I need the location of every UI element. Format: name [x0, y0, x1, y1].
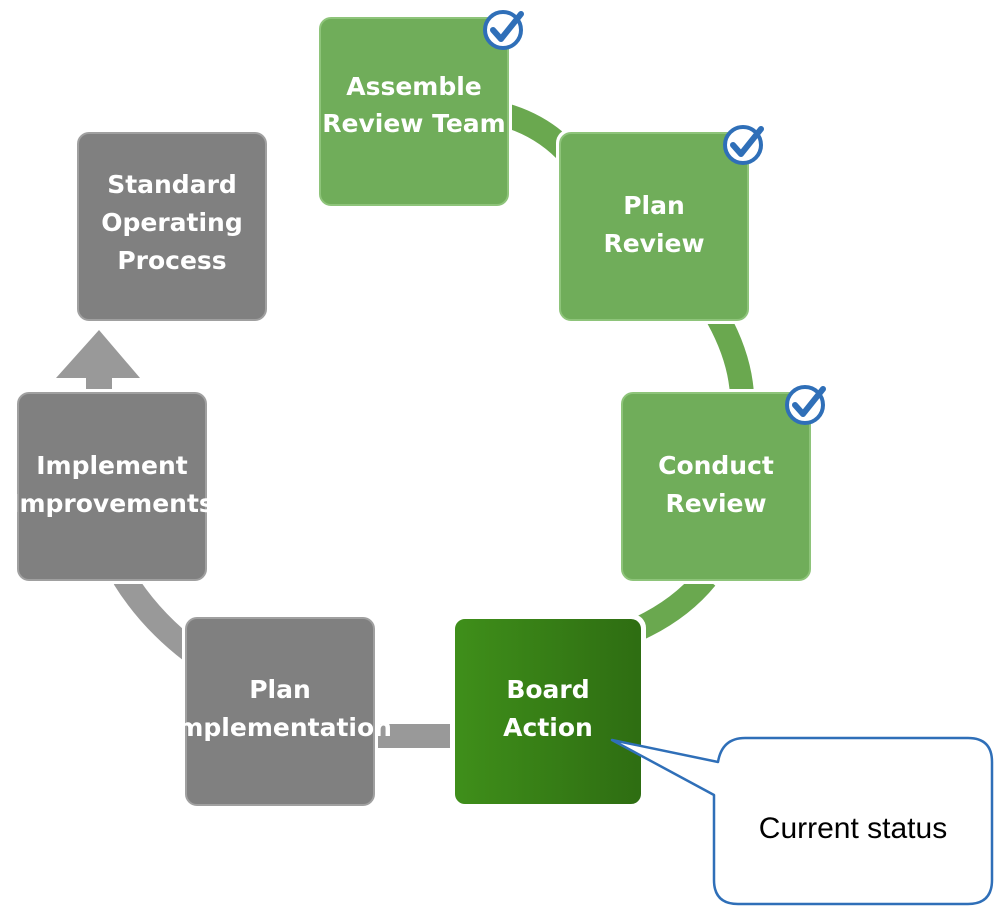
node-label-line: Implement [36, 451, 188, 480]
node-label-line: Operating [101, 208, 243, 237]
connector-plan-conduct [707, 312, 754, 396]
node-label-line: Review Team [322, 109, 505, 138]
up-arrow-icon [56, 330, 140, 378]
node-label-line: Review [603, 229, 704, 258]
callout-text: Current status [759, 812, 947, 845]
node-box [621, 392, 811, 581]
node-label-line: Implementation [168, 713, 392, 742]
node-box [319, 17, 509, 206]
cycle-connectors [56, 103, 754, 748]
check-badge-icon [483, 10, 524, 50]
node-box [77, 132, 267, 321]
node-label-line: Review [665, 489, 766, 518]
node-box [559, 132, 749, 321]
node-label-line: Plan [623, 191, 685, 220]
completion-checks [483, 10, 826, 425]
node-label-line: Board [506, 675, 589, 704]
node-label-line: Action [503, 713, 593, 742]
callout-bubble [610, 736, 994, 906]
check-badge-icon [723, 125, 764, 165]
connector-implement-planimpl [113, 571, 200, 662]
node-label-line: Improvements [10, 489, 214, 518]
node-label-line: Assemble [346, 72, 482, 101]
node-label-line: Plan [249, 675, 311, 704]
node-box [185, 617, 375, 806]
node-label-line: Conduct [658, 451, 774, 480]
node-box [17, 392, 207, 581]
callout: Current status [610, 736, 994, 906]
connector-conduct-board [630, 570, 716, 641]
node-box [453, 617, 643, 806]
node-label-line: Process [117, 246, 226, 275]
node-label-line: Standard [107, 170, 237, 199]
check-badge-icon [785, 385, 826, 425]
